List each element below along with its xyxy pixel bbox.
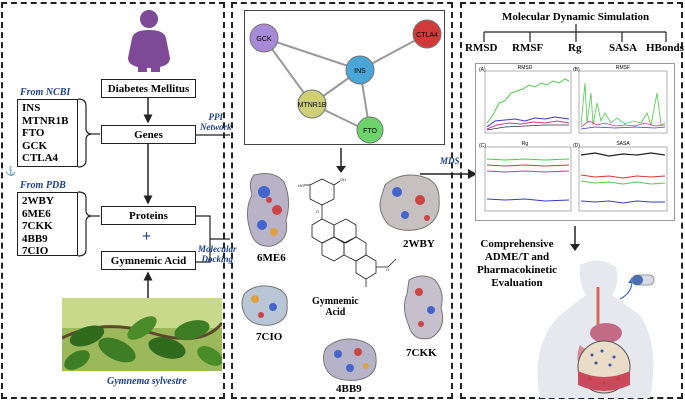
ppi-network: GCK CTLA4 INS MTNR1B FTO (244, 10, 445, 145)
plus-sign: + (142, 228, 152, 245)
ligand-label-line1: Gymnemic (312, 296, 359, 307)
pdb-4bb9: 4BB9 (22, 232, 48, 245)
plot-tag-a: (A) (479, 67, 486, 73)
pdb-6me6: 6ME6 (22, 207, 51, 220)
metric-rmsd: RMSD (465, 42, 498, 54)
plot-title-rmsf: RMSF (616, 65, 630, 71)
plant-caption: Gymnema sylvestre (107, 376, 187, 387)
capsule-icon (631, 274, 655, 286)
docking-label-line1: Molecular (198, 244, 237, 254)
node-label-mtnr1b: MTNR1B (298, 102, 327, 109)
plot-title-rg: Rg (522, 141, 529, 147)
node-label-fto: FTO (363, 128, 377, 135)
md-plots: (A) (B) (C) (D) RMSD RMSF Rg SASA (475, 63, 675, 221)
plot-rg (484, 146, 572, 212)
pdb-2wby: 2WBY (22, 195, 54, 207)
gene-mtnr1b: MTNR1B (22, 114, 69, 127)
admet-line3: Pharmacokinetic (476, 264, 558, 276)
plot-sasa (578, 146, 668, 212)
node-label-ins: INS (354, 68, 366, 75)
protein-7cio (241, 285, 288, 326)
gymnemic-acid-structure: HO OH O O (298, 177, 397, 287)
node-label-gck: GCK (256, 36, 272, 43)
pdb-id-list: 2WBY 6ME6 7CKK 4BB9 7CIO (17, 192, 78, 257)
node-ins (345, 55, 375, 85)
plot-tag-d: (D) (573, 143, 580, 149)
docking-label-line2: Docking (201, 254, 234, 264)
gymnemic-acid-label: Gymnemic Acid (312, 296, 359, 318)
protein-7ckk (403, 275, 444, 340)
protein-label-6me6: 6ME6 (257, 252, 286, 264)
admet-line4: Evaluation (491, 277, 543, 289)
node-label-ctla4: CTLA4 (416, 32, 438, 39)
metric-rg: Rg (568, 42, 582, 54)
mds-arrow (420, 169, 477, 179)
ligand-label-line2: Acid (325, 307, 346, 318)
md-simulation-title: Molecular Dynamic Simulation (502, 11, 650, 23)
gene-gck: GCK (22, 139, 48, 152)
genes-box: Genes (101, 125, 196, 144)
right-panel (460, 2, 683, 399)
mds-label: MDS (440, 156, 460, 166)
plot-rmsd (484, 70, 572, 134)
anchor-icon: ⚓ (5, 166, 17, 176)
person-icon (128, 10, 170, 72)
svg-text:O: O (386, 267, 389, 272)
gene-ctla4: CTLA4 (22, 152, 59, 164)
left-arrows (77, 98, 230, 298)
ppi-label-line1: PPI (208, 112, 224, 122)
gymnema-plant-image (62, 298, 222, 371)
metric-sasa: SASA (609, 42, 638, 54)
network-down-arrow (336, 148, 346, 173)
body-illustration (537, 260, 655, 398)
from-pdb-label: From PDB (20, 180, 66, 191)
edge-gck-ins (263, 37, 361, 71)
from-ncbi-label: From NCBI (20, 87, 71, 98)
protein-6me6 (246, 173, 290, 247)
node-fto (356, 116, 384, 144)
admet-line2: ADME/T and (484, 251, 550, 263)
admet-text: Comprehensive ADME/T and Pharmacokinetic… (470, 238, 564, 290)
plot-rmsf (578, 70, 668, 134)
ncbi-gene-list: INS MTNR1B FTO GCK CTLA4 (17, 99, 78, 167)
node-gck (249, 23, 279, 53)
metric-rmsf: RMSF (512, 42, 544, 54)
admet-line1: Comprehensive (480, 238, 554, 250)
protein-2wby (379, 174, 440, 231)
plot-title-sasa: SASA (616, 141, 630, 147)
middle-panel (231, 2, 453, 399)
protein-label-7cio: 7CIO (256, 331, 283, 343)
protein-4bb9 (322, 338, 377, 381)
gene-ins: INS (22, 102, 41, 114)
plot-tag-c: (C) (479, 143, 486, 149)
svg-text:O: O (316, 209, 319, 214)
plot-tag-b: (B) (573, 67, 580, 73)
node-mtnr1b (297, 89, 327, 119)
diabetes-mellitus-box: Diabetes Mellitus (101, 79, 196, 98)
protein-label-7ckk: 7CKK (406, 347, 437, 359)
ppi-network-label: PPI Network (200, 112, 232, 132)
pdb-7cio: 7CIO (22, 245, 49, 257)
gymnemic-acid-box: Gymnemic Acid (101, 251, 196, 270)
gene-fto: FTO (22, 127, 45, 139)
md-tree-lines (483, 24, 667, 42)
metric-hbonds: HBonds (646, 42, 684, 54)
protein-label-4bb9: 4BB9 (336, 383, 362, 395)
admet-down-arrow (570, 226, 580, 251)
svg-text:HO: HO (298, 183, 304, 188)
molecular-docking-label: Molecular Docking (198, 244, 237, 264)
proteins-box: Proteins (101, 206, 196, 225)
svg-text:OH: OH (340, 177, 346, 182)
plot-title-rmsd: RMSD (518, 65, 533, 71)
ppi-label-line2: Network (200, 122, 232, 132)
pdb-7ckk: 7CKK (22, 220, 53, 232)
left-panel (1, 2, 225, 399)
node-ctla4 (412, 19, 442, 49)
protein-label-2wby: 2WBY (403, 238, 435, 250)
